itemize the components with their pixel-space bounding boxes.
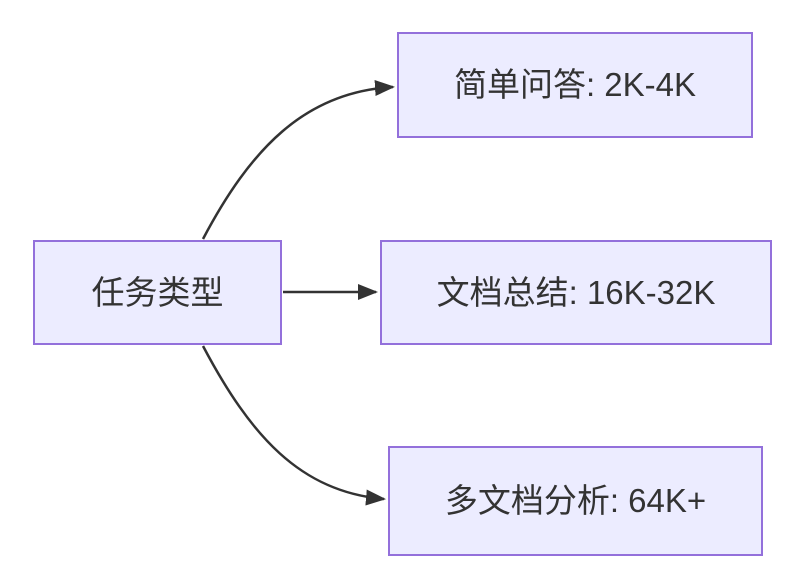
node-multi-doc: 多文档分析: 64K+ [388,446,763,556]
node-task-type-label: 任务类型 [91,273,224,311]
edge-root-to-simple-qa [201,80,395,240]
node-simple-qa-label: 简单问答: 2K-4K [453,66,697,104]
node-simple-qa: 简单问答: 2K-4K [397,32,753,138]
edge-root-to-multi-doc [201,345,386,506]
node-doc-summary-label: 文档总结: 16K-32K [436,273,716,311]
node-multi-doc-label: 多文档分析: 64K+ [444,482,707,520]
node-doc-summary: 文档总结: 16K-32K [380,240,772,345]
node-task-type: 任务类型 [33,240,282,345]
